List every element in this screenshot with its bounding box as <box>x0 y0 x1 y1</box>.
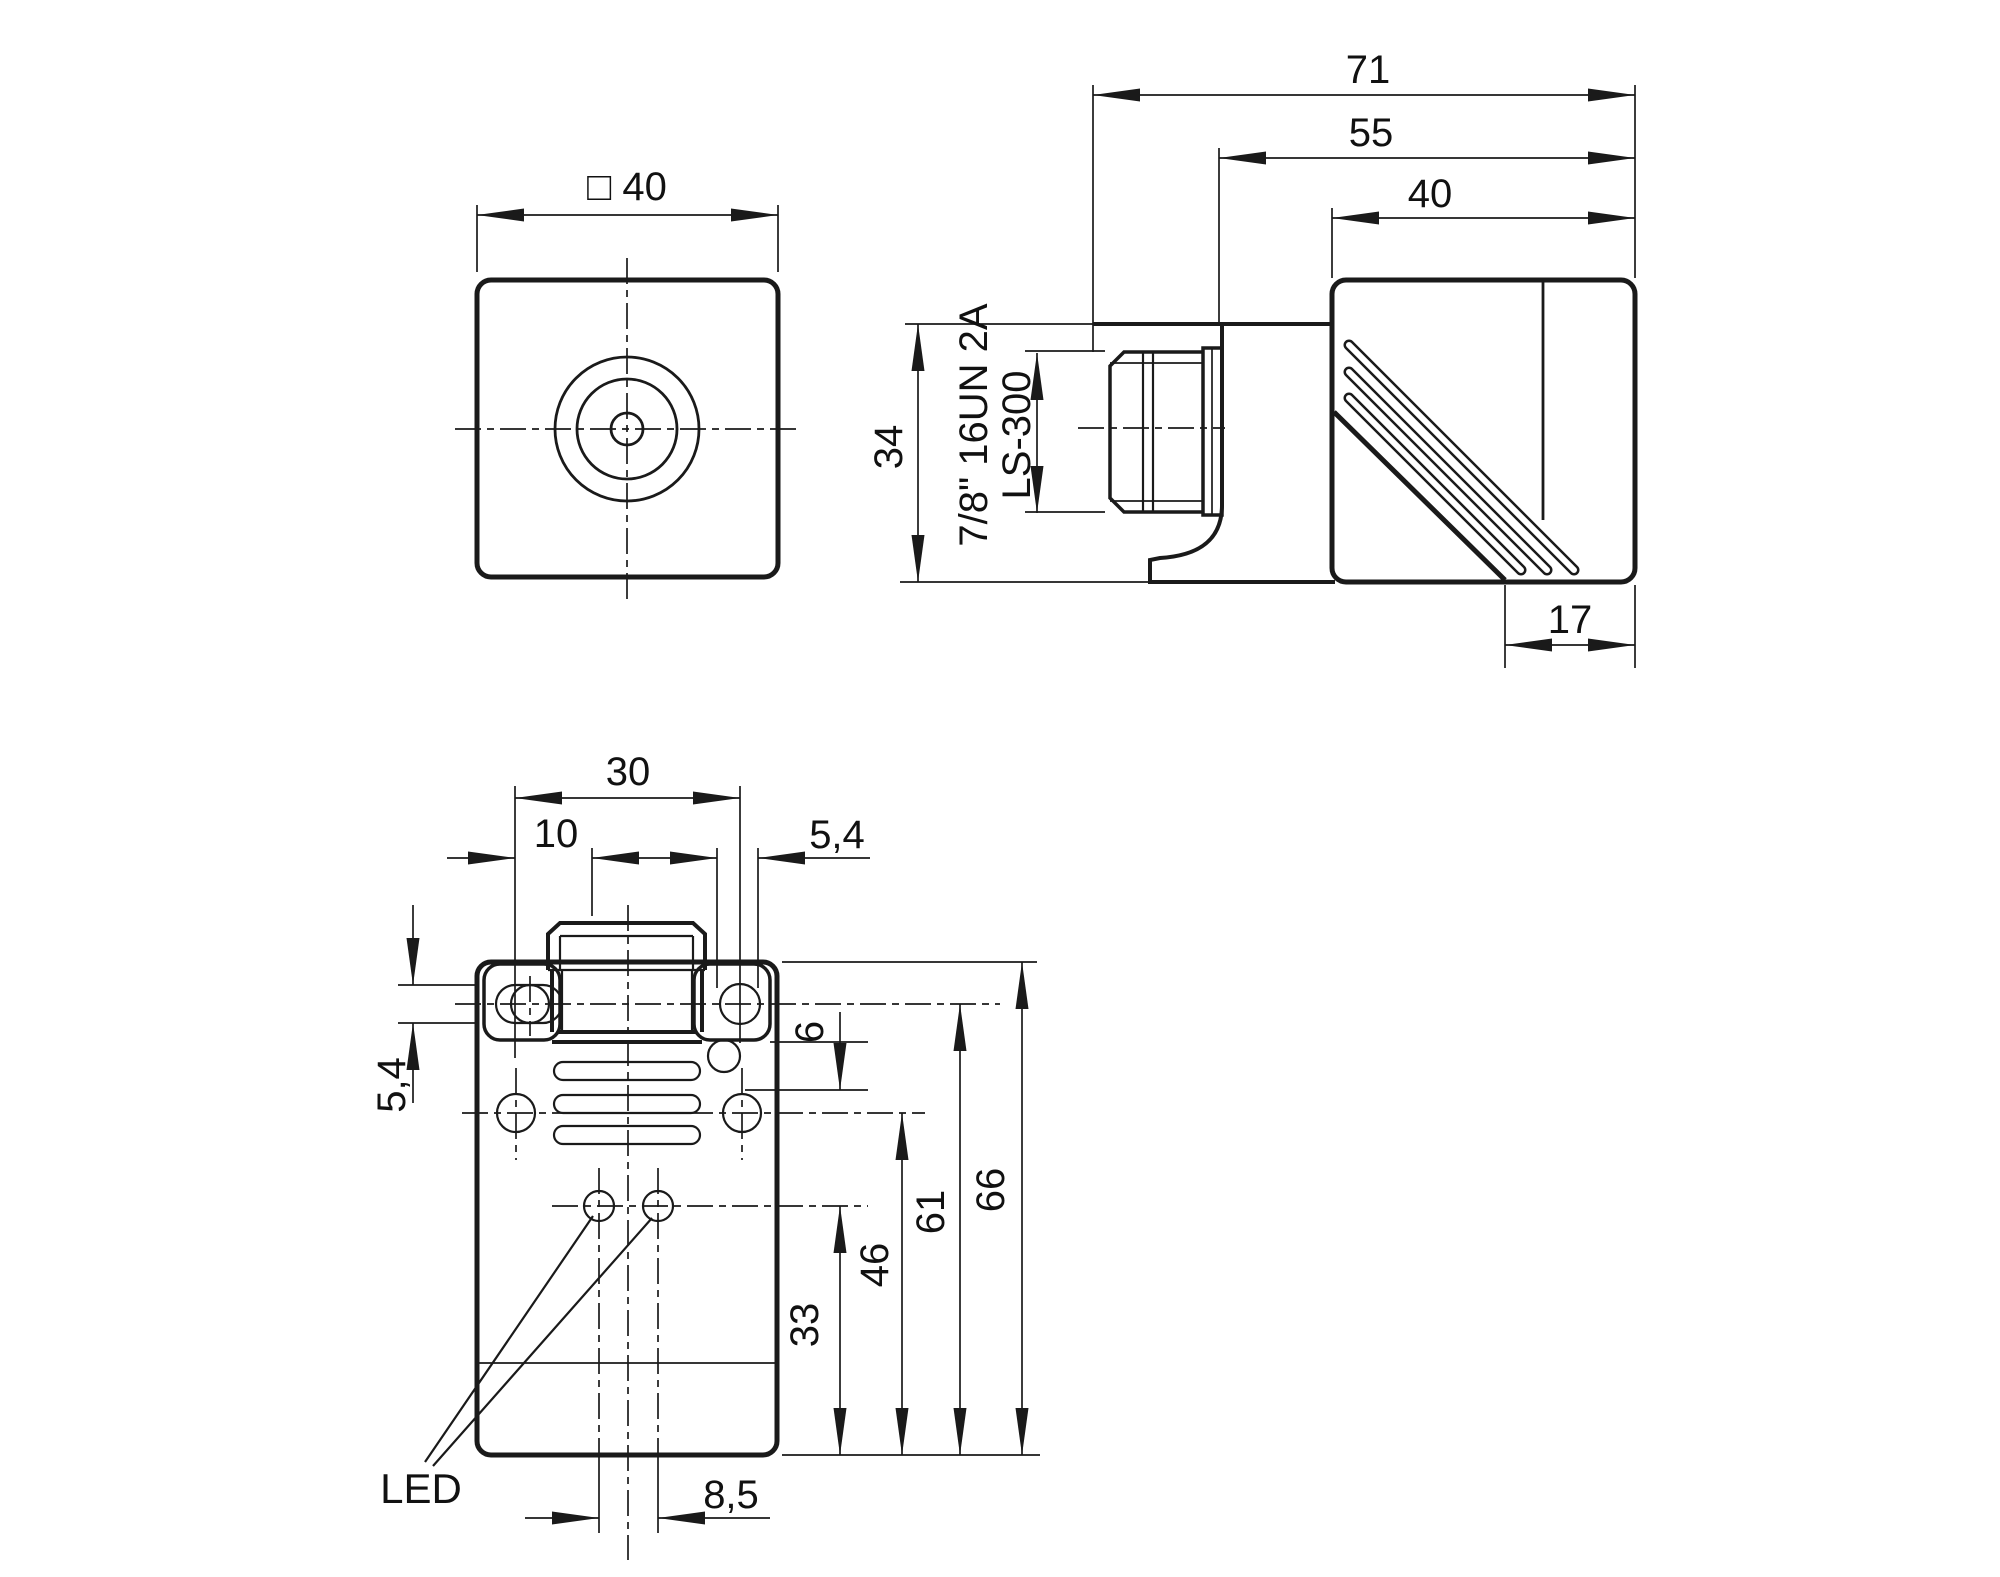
thread-spec-label: 7/8" 16UN 2A <box>952 303 996 547</box>
hole-step-dimension: 6 <box>788 1021 832 1043</box>
front-view: □ 40 <box>455 165 800 602</box>
height-to-ear-hole-dimension: 61 <box>909 1190 953 1235</box>
hole-spacing-dimension: 30 <box>606 750 651 794</box>
overall-height-dimension: 66 <box>969 1168 1013 1213</box>
height-to-led-dimension: 33 <box>783 1303 827 1348</box>
side-height-dimension: 34 <box>867 425 911 470</box>
slot-width-top-dimension: 5,4 <box>809 813 865 857</box>
led-spacing-dimension: 8,5 <box>703 1473 759 1517</box>
connector-series-label: LS-300 <box>995 371 1039 500</box>
side-overall-length-dimension: 71 <box>1346 48 1391 92</box>
side-view: 71 55 40 34 7/8" 16UN 2A LS-300 <box>867 48 1638 668</box>
led-label: LED <box>380 1465 462 1512</box>
height-to-mid-holes-dimension: 46 <box>853 1243 897 1288</box>
side-chamfer-dimension: 17 <box>1548 598 1593 642</box>
side-length-to-connector-dimension: 55 <box>1349 111 1394 155</box>
slot-width-side-dimension: 5,4 <box>370 1057 414 1113</box>
bottom-view: 30 10 5,4 5,4 6 33 46 61 66 8,5 LED <box>370 750 1040 1560</box>
hole-offset-dimension: 10 <box>534 812 579 856</box>
front-width-dimension: □ 40 <box>587 165 667 209</box>
side-body-depth-dimension: 40 <box>1408 172 1453 216</box>
